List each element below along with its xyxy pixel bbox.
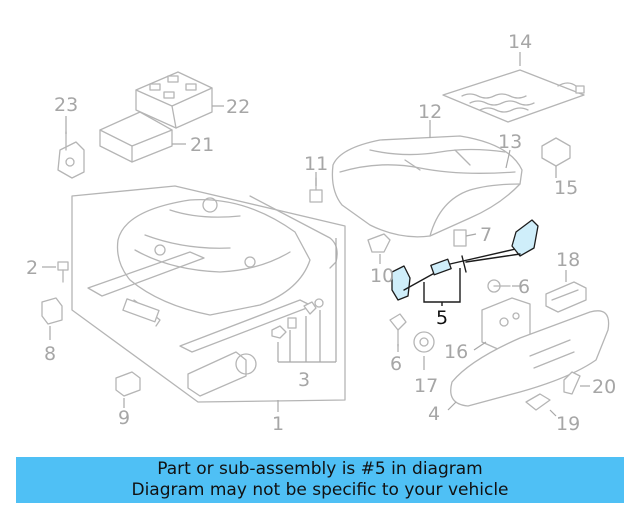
callout-16: 16 bbox=[444, 341, 468, 363]
part-8-clip bbox=[41, 297, 63, 325]
callout-13: 13 bbox=[498, 131, 522, 153]
part-21-control-unit bbox=[99, 111, 173, 163]
callout-12: 12 bbox=[418, 101, 442, 123]
callout-4: 4 bbox=[428, 403, 440, 425]
callout-18: 18 bbox=[556, 249, 580, 271]
part-5-seat-harness bbox=[391, 219, 539, 301]
part-15-connector bbox=[541, 137, 571, 167]
part-2-bolt bbox=[57, 261, 69, 283]
part-12-13-seat-cushion bbox=[331, 135, 523, 238]
part-9-cap bbox=[115, 371, 141, 397]
callout-5-highlighted: 5 bbox=[436, 307, 448, 329]
leader-lines bbox=[42, 52, 590, 417]
part-23-bracket bbox=[57, 131, 85, 179]
callout-17: 17 bbox=[414, 375, 438, 397]
banner-line-disclaimer: Diagram may not be specific to your vehi… bbox=[131, 480, 509, 500]
part-4-side-shield bbox=[450, 310, 610, 407]
part-7-clip bbox=[453, 229, 467, 247]
part-22-module bbox=[135, 71, 213, 129]
callout-3: 3 bbox=[298, 369, 310, 391]
part-3-fasteners bbox=[271, 298, 324, 339]
part-1-seat-frame bbox=[71, 185, 346, 403]
part-1-motor bbox=[187, 351, 257, 397]
callout-20: 20 bbox=[592, 376, 616, 398]
callout-14: 14 bbox=[508, 31, 532, 53]
callout-8: 8 bbox=[44, 343, 56, 365]
part-19-knob bbox=[525, 393, 551, 411]
callout-10: 10 bbox=[370, 265, 394, 287]
parts-diagram: 14 12 13 22 21 23 11 15 2 8 9 3 1 10 7 6… bbox=[26, 31, 616, 435]
part-6-bolt-lower bbox=[389, 313, 407, 347]
callout-15: 15 bbox=[554, 177, 578, 199]
callout-21: 21 bbox=[190, 134, 214, 156]
callout-11: 11 bbox=[304, 153, 328, 175]
banner-line-part: Part or sub-assembly is #5 in diagram bbox=[157, 459, 483, 479]
callout-7: 7 bbox=[480, 224, 492, 246]
callout-6-upper: 6 bbox=[518, 276, 530, 298]
part-6-bolt-upper bbox=[487, 279, 511, 293]
part-17-grommet bbox=[413, 331, 435, 353]
callout-19: 19 bbox=[556, 413, 580, 435]
callout-23: 23 bbox=[54, 94, 78, 116]
part-18-switch bbox=[545, 281, 587, 313]
part-10-cover bbox=[367, 233, 391, 253]
callout-6-lower: 6 bbox=[390, 353, 402, 375]
part-14-heater-pad bbox=[442, 69, 585, 123]
info-banner: Part or sub-assembly is #5 in diagram Di… bbox=[16, 457, 624, 503]
callout-22: 22 bbox=[226, 96, 250, 118]
callout-1: 1 bbox=[272, 413, 284, 435]
callout-9: 9 bbox=[118, 407, 130, 429]
callout-2: 2 bbox=[26, 257, 38, 279]
part-20-knob bbox=[563, 371, 581, 395]
